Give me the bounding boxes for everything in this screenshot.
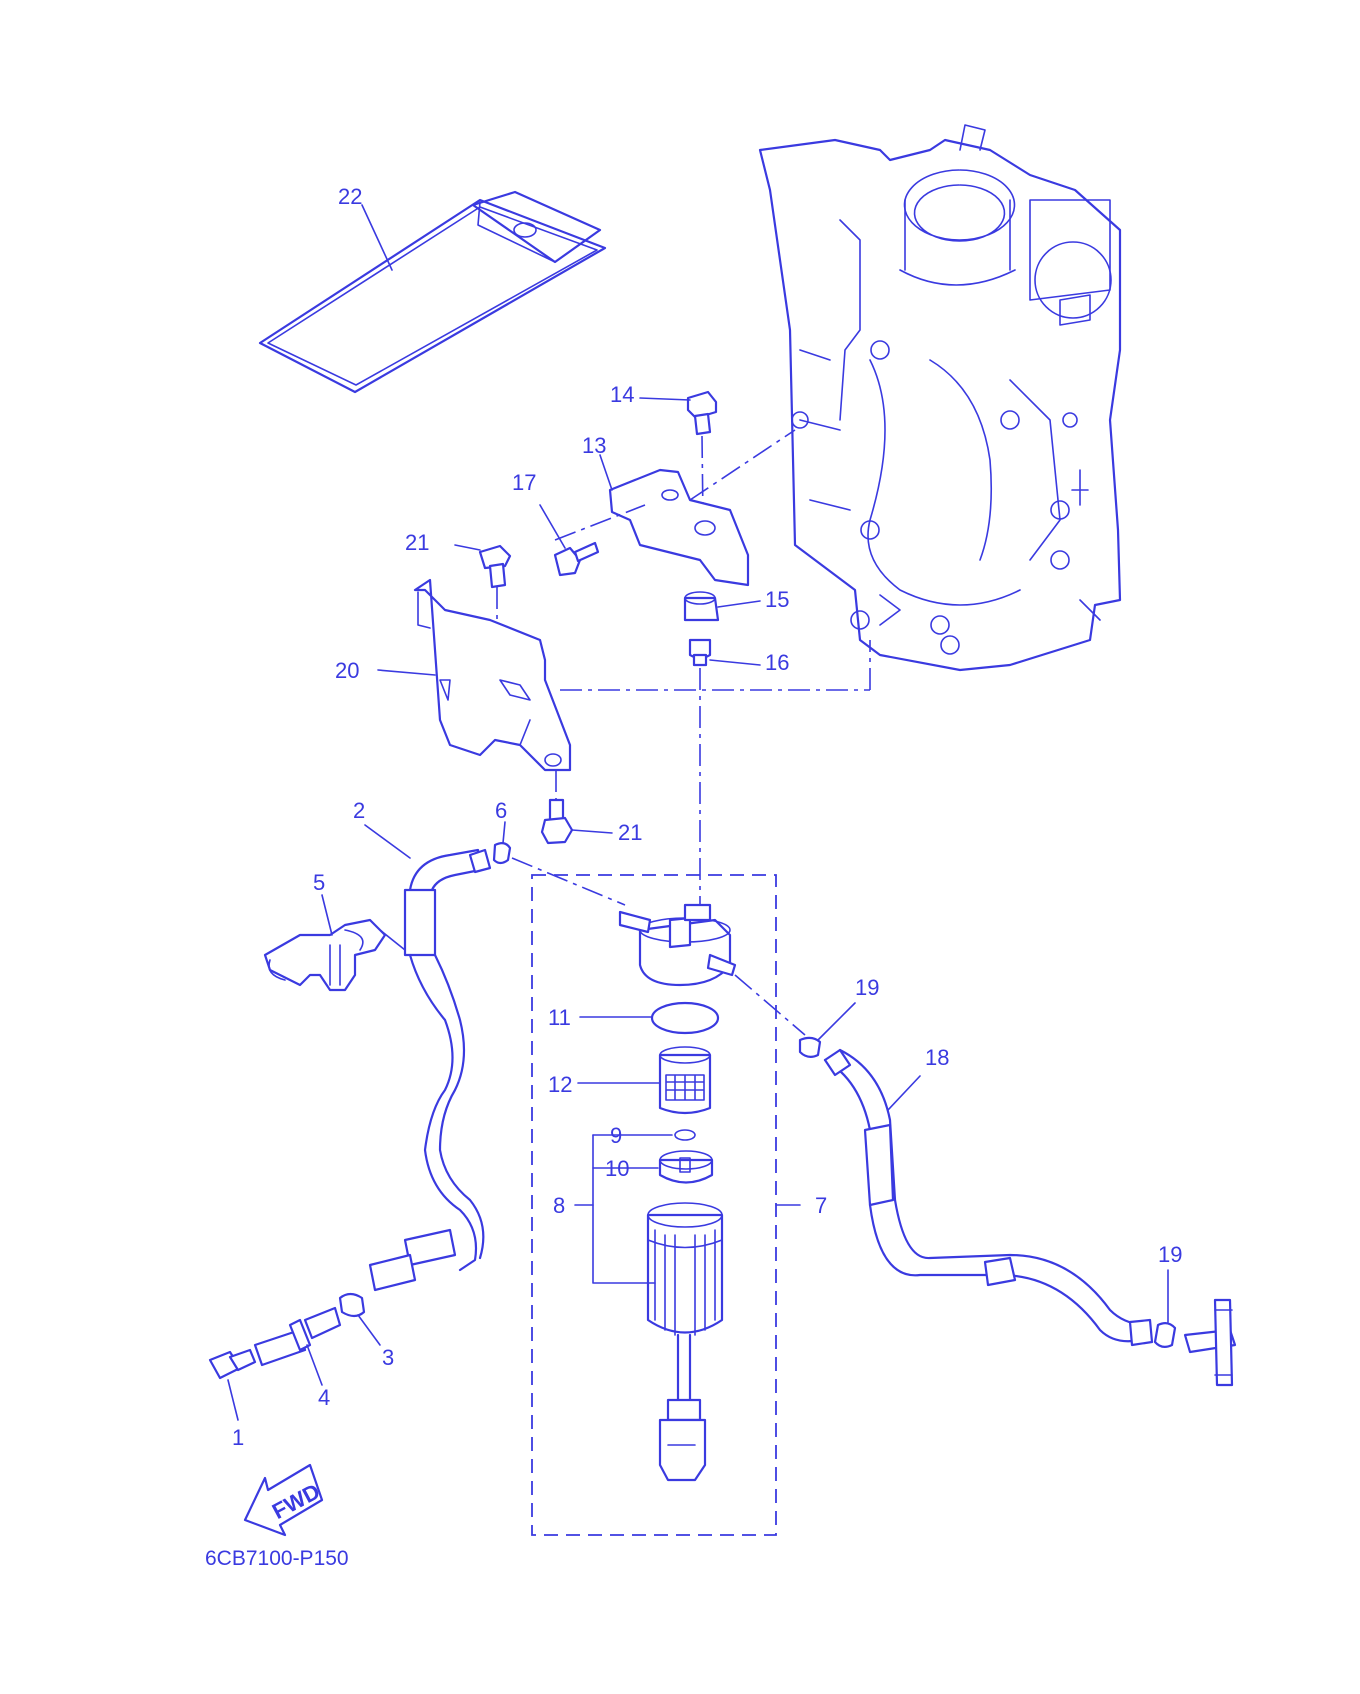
callout-22: 22 <box>338 184 362 209</box>
part-1-cap <box>208 1348 257 1421</box>
callout-21-lower: 21 <box>618 820 642 845</box>
callout-21-upper: 21 <box>405 530 429 555</box>
callout-14: 14 <box>610 382 634 407</box>
callout-19-upper: 19 <box>855 975 879 1000</box>
callout-1: 1 <box>232 1425 244 1450</box>
part-16-collar <box>560 638 871 905</box>
callout-15: 15 <box>765 587 789 612</box>
part-14-bolt <box>639 390 718 521</box>
callout-16: 16 <box>765 650 789 675</box>
engine-block <box>758 124 1122 672</box>
part-21-bolt-lower <box>540 770 613 845</box>
part-19-clamp-lower <box>1153 1269 1177 1349</box>
part-15-grommet <box>683 591 761 622</box>
fwd-arrow-icon: FWD <box>243 1463 324 1537</box>
part-2-hose <box>364 824 492 1292</box>
callout-20: 20 <box>335 658 359 683</box>
tee-joint <box>1183 1298 1237 1387</box>
callout-2: 2 <box>353 798 365 823</box>
callout-19-lower: 19 <box>1158 1242 1182 1267</box>
callout-13: 13 <box>582 433 606 458</box>
callout-6: 6 <box>495 798 507 823</box>
callout-5: 5 <box>313 870 325 895</box>
callout-9: 9 <box>610 1123 622 1148</box>
part-5-clip <box>263 894 387 992</box>
part-13-bracket <box>554 429 796 587</box>
part-18-hose <box>823 1048 1154 1347</box>
part-17-bolt <box>539 504 600 577</box>
part-6-clamp <box>492 821 626 906</box>
part-21-bolt-upper <box>454 544 512 630</box>
part-3-clamp <box>338 1292 381 1346</box>
callout-3: 3 <box>382 1345 394 1370</box>
part-7-filter-assembly <box>531 874 806 1536</box>
part-19-clamp-upper <box>798 1002 856 1059</box>
part-22-pouch <box>258 190 607 394</box>
callout-10: 10 <box>605 1156 629 1181</box>
callout-11: 11 <box>548 1005 571 1030</box>
callout-8: 8 <box>553 1193 565 1218</box>
callout-17: 17 <box>512 470 536 495</box>
diagram-code: 6CB7100-P150 <box>205 1547 349 1570</box>
callout-12: 12 <box>548 1072 572 1097</box>
part-20-cover <box>377 578 572 772</box>
part-4-joint <box>253 1306 342 1386</box>
callout-18: 18 <box>925 1045 949 1070</box>
callout-4: 4 <box>318 1385 330 1410</box>
callout-7: 7 <box>815 1193 827 1218</box>
